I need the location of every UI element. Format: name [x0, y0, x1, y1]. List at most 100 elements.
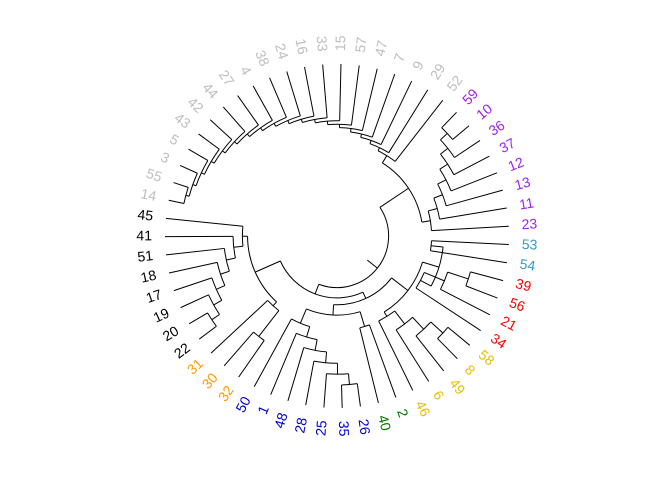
- branch-radial-168: [180, 294, 209, 309]
- branch-radial-117: [378, 320, 414, 391]
- branch-radial-87: [391, 277, 409, 291]
- leaf-label-57: 57: [352, 36, 370, 54]
- branch-radial-56: [361, 68, 378, 131]
- leaf-label-51: 51: [137, 247, 154, 265]
- leaf-label-23: 23: [521, 215, 538, 232]
- leaf-label-29: 29: [427, 61, 449, 83]
- leaf-label-56: 56: [507, 294, 527, 315]
- branch-radial-136: [356, 383, 361, 407]
- leaf-label-7: 7: [390, 51, 408, 64]
- branch-radial-109: [412, 316, 425, 330]
- branch-radial-41: [168, 199, 185, 204]
- branch-radial-139: [305, 361, 315, 406]
- leaf-label-55: 55: [144, 165, 164, 185]
- branch-radial-49: [252, 85, 273, 121]
- leaf-label-4: 4: [237, 63, 255, 78]
- branch-radial-1: [379, 187, 409, 208]
- leaf-label-24: 24: [272, 41, 292, 61]
- branch-radial-82: [431, 225, 509, 232]
- branch-radial-59: [388, 89, 429, 153]
- branch-radial-3: [381, 155, 388, 164]
- branch-arc-2: [382, 162, 423, 223]
- branch-arc-110: [415, 321, 432, 337]
- branch-radial-140: [287, 347, 305, 401]
- leaf-label-39: 39: [514, 275, 533, 295]
- leaf-label-54: 54: [519, 256, 537, 274]
- branch-arc-92: [429, 240, 432, 251]
- branch-arc-144: [247, 236, 277, 303]
- branch-radial-113: [447, 326, 471, 346]
- branch-radial-154: [233, 245, 244, 248]
- leaf-label-46: 46: [412, 398, 433, 419]
- branch-radial-166: [199, 325, 217, 340]
- leaf-label-14: 14: [139, 185, 158, 204]
- leaf-label-43: 43: [172, 109, 194, 131]
- branch-radial-17: [314, 119, 316, 123]
- branch-radial-42: [173, 182, 189, 188]
- branch-radial-65: [433, 194, 443, 199]
- branch-arc-40: [183, 187, 189, 204]
- branch-arc-98: [440, 272, 449, 290]
- branch-arc-16: [315, 120, 340, 124]
- branch-radial-76: [452, 125, 470, 140]
- branch-radial-122: [368, 324, 397, 398]
- branch-radial-75: [441, 111, 457, 129]
- branch-radial-107: [394, 310, 406, 325]
- leaf-label-11: 11: [518, 194, 535, 212]
- branch-radial-143: [254, 260, 281, 273]
- leaf-label-16: 16: [293, 37, 312, 56]
- branch-radial-25: [260, 127, 263, 131]
- branch-radial-99: [447, 271, 469, 280]
- branch-radial-167: [188, 312, 208, 325]
- leaf-label-47: 47: [371, 39, 390, 58]
- leaf-label-3: 3: [158, 148, 172, 166]
- branch-radial-93: [431, 240, 509, 246]
- branch-radial-145: [272, 301, 277, 307]
- branch-radial-137: [341, 384, 343, 408]
- leaf-label-53: 53: [521, 236, 538, 253]
- branch-arc-121: [359, 324, 370, 329]
- branch-radial-60: [394, 100, 444, 162]
- branch-radial-61: [421, 220, 431, 223]
- branch-radial-124: [299, 308, 307, 324]
- branch-arc-86: [333, 277, 392, 306]
- branch-radial-120: [359, 311, 366, 327]
- branch-radial-169: [173, 277, 213, 292]
- leaf-label-9: 9: [409, 58, 427, 72]
- branch-radial-29: [234, 141, 238, 145]
- branch-arc-108: [395, 316, 413, 331]
- leaf-label-28: 28: [291, 416, 310, 434]
- branch-radial-7: [369, 140, 372, 144]
- branch-radial-69: [439, 163, 448, 170]
- branch-radial-45: [198, 133, 220, 150]
- leaf-label-36: 36: [486, 117, 508, 139]
- leaf-label-10: 10: [473, 100, 495, 122]
- branch-radial-27: [246, 133, 250, 137]
- leaf-label-6: 6: [430, 388, 448, 403]
- branch-radial-150: [223, 331, 254, 367]
- leaf-label-37: 37: [497, 135, 518, 156]
- branch-radial-46: [209, 119, 233, 140]
- branch-radial-58: [380, 80, 413, 145]
- branch-radial-55: [350, 65, 360, 126]
- branch-radial-39: [185, 194, 190, 197]
- branch-radial-47: [222, 106, 246, 132]
- branch-radial-48: [237, 95, 259, 126]
- leaf-label-2: 2: [394, 407, 412, 420]
- leaf-label-50: 50: [232, 393, 254, 415]
- branch-arc-119: [306, 308, 361, 316]
- leaf-label-59: 59: [459, 85, 481, 107]
- branch-radial-91: [431, 245, 444, 248]
- branch-arc-88: [383, 261, 424, 313]
- branch-radial-162: [213, 299, 223, 306]
- leaf-label-49: 49: [447, 375, 469, 397]
- branch-radial-149: [238, 340, 265, 378]
- branch-arc-148: [253, 331, 265, 341]
- branch-radial-54: [339, 64, 342, 121]
- leaf-label-48: 48: [271, 410, 291, 430]
- branch-radial-31: [222, 150, 226, 154]
- branch-radial-142: [253, 318, 292, 387]
- leaf-label-30: 30: [198, 369, 220, 391]
- branch-radial-51: [286, 71, 301, 117]
- branch-radial-50: [269, 77, 287, 118]
